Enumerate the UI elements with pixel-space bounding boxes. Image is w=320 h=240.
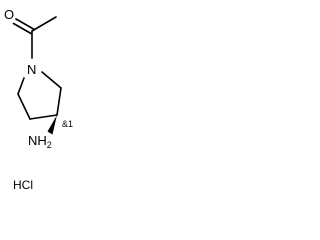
ring-bond-c4-c5 — [17, 93, 31, 120]
carbonyl-double-bond-a — [15, 18, 35, 30]
ring-bond-c5-n — [17, 77, 25, 95]
hydrochloride-label: HCl — [13, 178, 33, 192]
stereo-descriptor-label: &1 — [62, 119, 73, 129]
ring-nitrogen-label: N — [27, 62, 36, 77]
ring-bond-c3-c4 — [29, 114, 58, 120]
chemical-structure-diagram: O N &1 NH2 HCl — [4, 7, 73, 192]
carbonyl-double-bond-b — [12, 22, 32, 35]
ring-bond-c2-c3 — [56, 87, 62, 116]
amine-group-label: NH2 — [28, 133, 52, 150]
amine-nh-text: NH — [28, 133, 47, 148]
acetyl-methyl-bond — [31, 16, 57, 32]
oxygen-atom-label: O — [4, 7, 14, 22]
ring-bond-n-c2 — [41, 71, 62, 89]
stereo-wedge-bond — [47, 115, 57, 135]
amine-subscript-text: 2 — [47, 140, 52, 150]
